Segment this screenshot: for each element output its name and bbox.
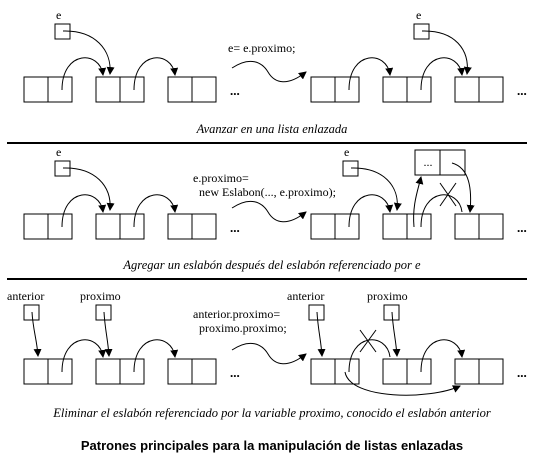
code-line: new Eslabon(..., e.proximo); [193,185,336,199]
figure-title: Patrones principales para la manipulació… [81,438,463,453]
caption-delete: Eliminar el eslabón referenciado por la … [52,406,491,420]
link-to-new-node [413,176,424,228]
ellipsis: ... [517,365,527,380]
link-arrow [133,194,179,228]
pointer-e-before [62,30,115,75]
var-label-anterior-before: anterior [7,289,44,303]
var-label-e-after: e [344,145,349,159]
var-box-proximo-before [95,304,112,321]
var-box-e-after [413,23,430,40]
caption-insert: Agregar un eslabón después del eslabón r… [122,258,421,272]
var-label-proximo-after: proximo [367,289,408,303]
transform-arrow [231,60,307,83]
link-from-new-node [451,162,475,213]
link-arrow [61,57,107,91]
code-line: e= e.proximo; [228,41,295,55]
list-after-delete [310,329,504,396]
link-arrow [61,339,107,373]
var-box-anterior-after [308,304,325,321]
pointer-e-after [350,167,402,211]
link-arrow [348,194,394,228]
list-after-insert [310,162,504,240]
new-node-content: ... [424,155,433,169]
pointer-proximo-after [391,311,401,357]
link-arrow [61,194,107,228]
pointer-anterior-after [316,311,326,357]
code-line: anterior.proximo= [193,307,280,321]
transform-arrow [231,342,307,365]
removed-link-arrow [420,194,463,228]
bypass-link-arrow [344,371,461,396]
cross-mark [359,329,377,353]
new-node: ... [414,149,466,176]
list-after-advance [310,57,504,103]
var-box-e-before [54,23,71,40]
transform-arrow [231,200,307,223]
list-before-advance [23,57,217,103]
link-arrow [133,339,179,373]
var-label-e-before: e [56,145,61,159]
link-arrow [133,57,179,91]
caption-advance: Avanzar en una lista enlazada [196,122,348,136]
ellipsis: ... [517,83,527,98]
code-line: proximo.proximo; [193,321,287,335]
var-label-proximo-before: proximo [80,289,121,303]
panel-advance: e ... e= e.proximo; e [23,8,527,136]
cross-mark [439,182,457,207]
var-label-anterior-after: anterior [287,289,324,303]
ellipsis: ... [517,220,527,235]
list-before-insert [23,194,217,240]
var-box-proximo-after [383,304,400,321]
link-arrow [348,57,394,91]
pointer-anterior-before [31,311,42,357]
ellipsis: ... [230,365,240,380]
list-before-delete [23,339,217,385]
var-label-e-after: e [416,8,421,22]
link-arrow [420,57,466,91]
code-line: e.proximo= [193,171,249,185]
var-box-e-after [342,160,359,177]
panel-insert: e ... e.proximo= new Eslabon(..., e.prox… [23,145,527,272]
var-box-anterior-before [23,304,40,321]
ellipsis: ... [230,220,240,235]
var-box-e-before [54,160,71,177]
ellipsis: ... [230,83,240,98]
pointer-e-before [62,167,115,211]
pointer-proximo-before [103,311,113,357]
var-label-e-before: e [56,8,61,22]
link-arrow [420,339,466,373]
pointer-e-after [421,30,472,75]
panel-delete: anterior proximo ... anterior.proximo= p… [7,289,527,420]
